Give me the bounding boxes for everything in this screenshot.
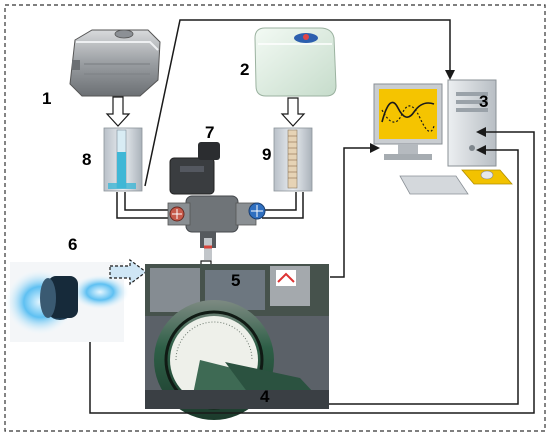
tank-icon <box>254 27 337 97</box>
fuel-line-burette8-valve <box>116 192 168 219</box>
signal-line-engine-computer <box>330 143 380 278</box>
label-burette-9: 9 <box>262 145 271 164</box>
burette-icon <box>273 127 313 192</box>
flow-arrow-air-engine <box>109 258 147 286</box>
flame-icon <box>4 262 130 342</box>
label-computer-3: 3 <box>479 92 488 111</box>
label-engine-dyno-4: 4 <box>260 387 270 406</box>
engine-test-bench-icon <box>145 264 329 420</box>
flow-arrow-tank1-burette8 <box>105 96 131 127</box>
label-air-flow-6: 6 <box>68 235 77 254</box>
label-burette-8: 8 <box>82 150 91 169</box>
signal-line-dyno-computer <box>329 145 519 405</box>
signal-line-valve-computer <box>144 19 455 187</box>
fuel-line-burette9-valve <box>262 192 304 219</box>
solenoid-valve-icon <box>167 142 266 260</box>
signal-line-airflow-computer <box>89 127 535 414</box>
label-valve-7: 7 <box>205 123 214 142</box>
flow-arrow-tank2-burette9 <box>280 97 306 127</box>
label-tank-2: 2 <box>240 60 249 79</box>
diagram-frame <box>4 4 546 432</box>
fuel-tank-icon <box>69 29 161 97</box>
label-engine-head-5: 5 <box>231 271 240 290</box>
label-fuel-tank-1: 1 <box>42 89 51 108</box>
computer-icon <box>373 79 513 195</box>
burette-icon <box>103 127 143 192</box>
